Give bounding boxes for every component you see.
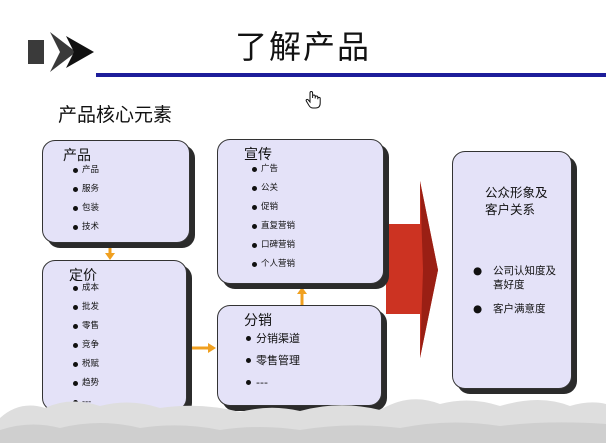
pricing-list: 成本 批发 零售 竞争 税赋 趋势 --- <box>73 279 99 412</box>
bullet-icon: ● <box>473 265 483 277</box>
list-item: 成本 <box>73 279 99 298</box>
product-box: 产品 产品 服务 包装 技术 <box>42 140 190 243</box>
public-image-box: 公众形象及客户关系 ●公司认知度及喜好度 ●客户满意度 <box>452 151 572 389</box>
list-item: 竞争 <box>73 336 99 355</box>
public-image-box-title: 公众形象及客户关系 <box>485 185 548 217</box>
list-item: 零售 <box>73 317 99 336</box>
list-item: 公关 <box>252 179 295 198</box>
list-item: 零售管理 <box>246 350 300 372</box>
list-item: 服务 <box>73 180 99 199</box>
list-item: 税赋 <box>73 355 99 374</box>
list-item: --- <box>246 372 300 394</box>
list-item: 个人营销 <box>252 255 295 274</box>
distribution-box: 分销 分销渠道 零售管理 --- <box>217 305 382 406</box>
double-chevron-arrow-icon <box>28 32 94 72</box>
list-item: 产品 <box>73 161 99 180</box>
promotion-box: 宣传 广告 公关 促销 直复营销 口碑营销 个人营销 <box>217 139 384 284</box>
to-public-image-arrow <box>386 181 438 358</box>
list-item: 广告 <box>252 160 295 179</box>
promotion-list: 广告 公关 促销 直复营销 口碑营销 个人营销 <box>252 160 295 274</box>
cloud-decoration <box>0 399 606 443</box>
list-item: 口碑营销 <box>252 236 295 255</box>
product-to-pricing-connector <box>105 244 115 260</box>
distribution-to-promotion-connector <box>297 287 307 306</box>
promotion-box-title: 宣传 <box>244 147 272 163</box>
list-item: 促销 <box>252 198 295 217</box>
title-underline <box>96 73 606 77</box>
list-item: 技术 <box>73 218 99 237</box>
public-image-list: ●公司认知度及喜好度 ●客户满意度 <box>473 264 563 326</box>
pricing-to-distribution-connector <box>187 343 216 353</box>
product-list: 产品 服务 包装 技术 <box>73 161 99 237</box>
list-item: 直复营销 <box>252 217 295 236</box>
section-subtitle: 产品核心元素 <box>58 104 173 126</box>
hand-cursor-icon <box>305 90 321 109</box>
list-item: ●公司认知度及喜好度 <box>473 265 556 291</box>
list-item: 批发 <box>73 298 99 317</box>
list-item: ●客户满意度 <box>473 303 546 315</box>
list-item: 趋势 <box>73 374 99 393</box>
pricing-box: 定价 成本 批发 零售 竞争 税赋 趋势 --- <box>42 260 187 411</box>
bullet-icon: ● <box>473 303 483 315</box>
list-item: 分销渠道 <box>246 328 300 350</box>
list-item: 包装 <box>73 199 99 218</box>
distribution-box-title: 分销 <box>244 313 272 329</box>
distribution-list: 分销渠道 零售管理 --- <box>246 328 300 394</box>
page-title: 了解产品 <box>234 28 371 66</box>
product-box-title: 产品 <box>63 148 91 164</box>
pricing-box-title: 定价 <box>69 268 97 284</box>
